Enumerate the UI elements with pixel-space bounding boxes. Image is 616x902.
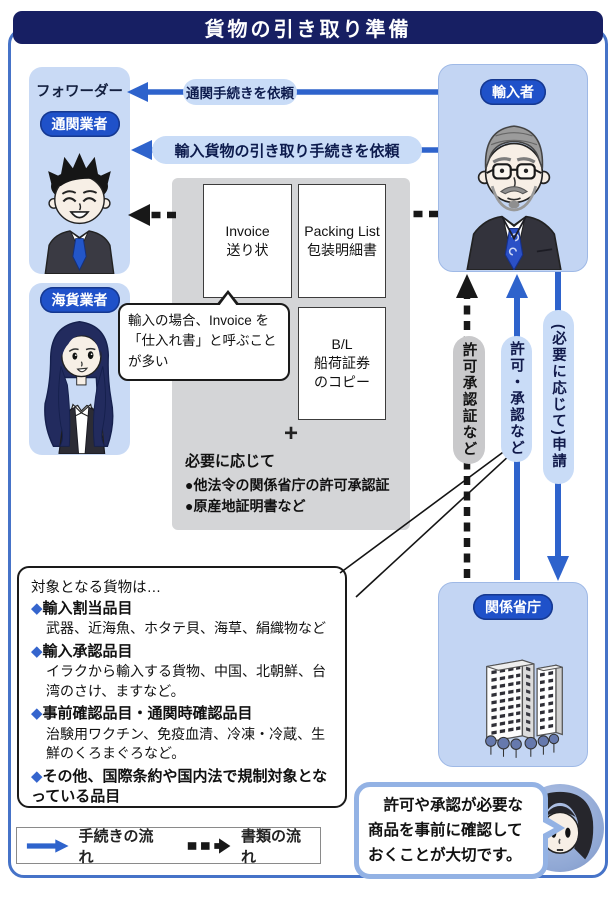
- sea-cargo-agent-badge: 海貨業者: [39, 287, 120, 313]
- invoice-label-ja: 送り状: [226, 242, 269, 258]
- page-title: 貨物の引き取り準備: [13, 11, 603, 44]
- target-goods-box: 対象となる貨物は… ◆輸入割当品目 武器、近海魚、ホタテ貝、海草、絹織物など ◆…: [17, 566, 347, 808]
- packing-list-label-en: Packing List: [304, 223, 380, 240]
- sea-cargo-agent-illustration: [44, 320, 114, 454]
- invoice-label-en: Invoice: [225, 223, 270, 240]
- invoice-document: Invoice 送り状: [203, 184, 292, 298]
- government-building-illustration: [485, 659, 563, 758]
- bl-document: B/L 船荷証券 のコピー: [298, 307, 386, 420]
- importer-panel: 輸入者: [438, 64, 588, 272]
- target-goods-body: イラクから輸入する貨物、中国、北朝鮮、台湾のさけ、ますなど。: [46, 663, 326, 699]
- advice-text: 許可や承認が必要な商品を事前に確認しておくことが大切です。: [368, 797, 524, 864]
- diamond-icon: ◆: [31, 600, 43, 617]
- as-needed-heading: 必要に応じて: [185, 453, 276, 470]
- forwarder-label: フォワーダー: [36, 84, 123, 100]
- bl-label-note: のコピー: [314, 373, 370, 390]
- as-needed-item: ●原産地証明書など: [185, 498, 306, 514]
- ministries-badge: 関係省庁: [473, 594, 553, 620]
- application-label: (必要に応じて)申請: [543, 310, 574, 484]
- legend-box: 手続きの流れ 書類の流れ: [16, 827, 321, 866]
- procedure-flow-label: 手続きの流れ: [78, 827, 154, 866]
- target-goods-body: 治験用ワクチン、免疫血清、冷凍・冷蔵、生鮮のくろまぐろなど。: [46, 725, 326, 762]
- target-goods-body: 武器、近海魚、ホタテ貝、海草、絹織物など: [46, 620, 326, 637]
- permit-certificates-label: 許可承認証など: [453, 336, 485, 464]
- as-needed-item: ●他法令の関係省庁の許可承認証: [185, 477, 390, 493]
- target-goods-heading: ◆輸入承認品目: [31, 642, 133, 660]
- importer-illustration: [466, 125, 562, 270]
- customs-broker-badge: 通関業者: [39, 111, 120, 137]
- target-goods-heading: ◆輸入割当品目: [31, 600, 133, 617]
- plus-sign: +: [283, 420, 298, 447]
- permit-approval-label: 許可・承認など: [501, 336, 532, 462]
- as-needed-items: ●他法令の関係省庁の許可承認証 ●原産地証明書など: [185, 475, 389, 517]
- customs-broker-illustration: [44, 153, 115, 274]
- invoice-note-bubble: 輸入の場合、Invoice を「仕入れ書」と呼ぶことが多い: [118, 290, 290, 381]
- target-goods-title: 対象となる貨物は…: [31, 580, 162, 596]
- packing-list-document: Packing List 包装明細書: [298, 184, 386, 298]
- forwarder-panel: フォワーダー 通関業者: [29, 67, 130, 274]
- procedure-flow-arrow-icon: [26, 838, 69, 853]
- packing-list-label-ja: 包装明細書: [307, 242, 377, 258]
- document-flow-label: 書類の流れ: [240, 827, 301, 866]
- bl-label-ja: 船荷証券: [314, 355, 370, 372]
- importer-badge: 輸入者: [480, 79, 546, 105]
- diamond-icon: ◆: [31, 767, 43, 785]
- ministries-panel: 関係省庁: [438, 582, 588, 767]
- request-customs-label: 通関手続きを依頼: [183, 79, 297, 105]
- page-title-text: 貨物の引き取り準備: [204, 19, 412, 41]
- document-flow-arrow-icon: [187, 837, 231, 854]
- target-goods-heading: ◆事前確認品目・通関時確認品目: [31, 705, 253, 723]
- diamond-icon: ◆: [31, 642, 43, 660]
- advice-bubble: 許可や承認が必要な商品を事前に確認しておくことが大切です。: [354, 782, 565, 879]
- bl-label-en: B/L: [331, 336, 353, 353]
- invoice-note-text: 輸入の場合、Invoice を「仕入れ書」と呼ぶことが多い: [128, 313, 277, 369]
- sea-cargo-agent-panel: 海貨業者: [29, 283, 130, 455]
- target-goods-heading: ◆その他、国際条約や国内法で規制対象となっている品目: [31, 767, 328, 805]
- diamond-icon: ◆: [31, 705, 43, 723]
- request-pickup-label: 輸入貨物の引き取り手続きを依頼: [152, 136, 422, 164]
- documents-panel: Invoice 送り状 Packing List 包装明細書 B/L 船荷証券 …: [172, 178, 410, 530]
